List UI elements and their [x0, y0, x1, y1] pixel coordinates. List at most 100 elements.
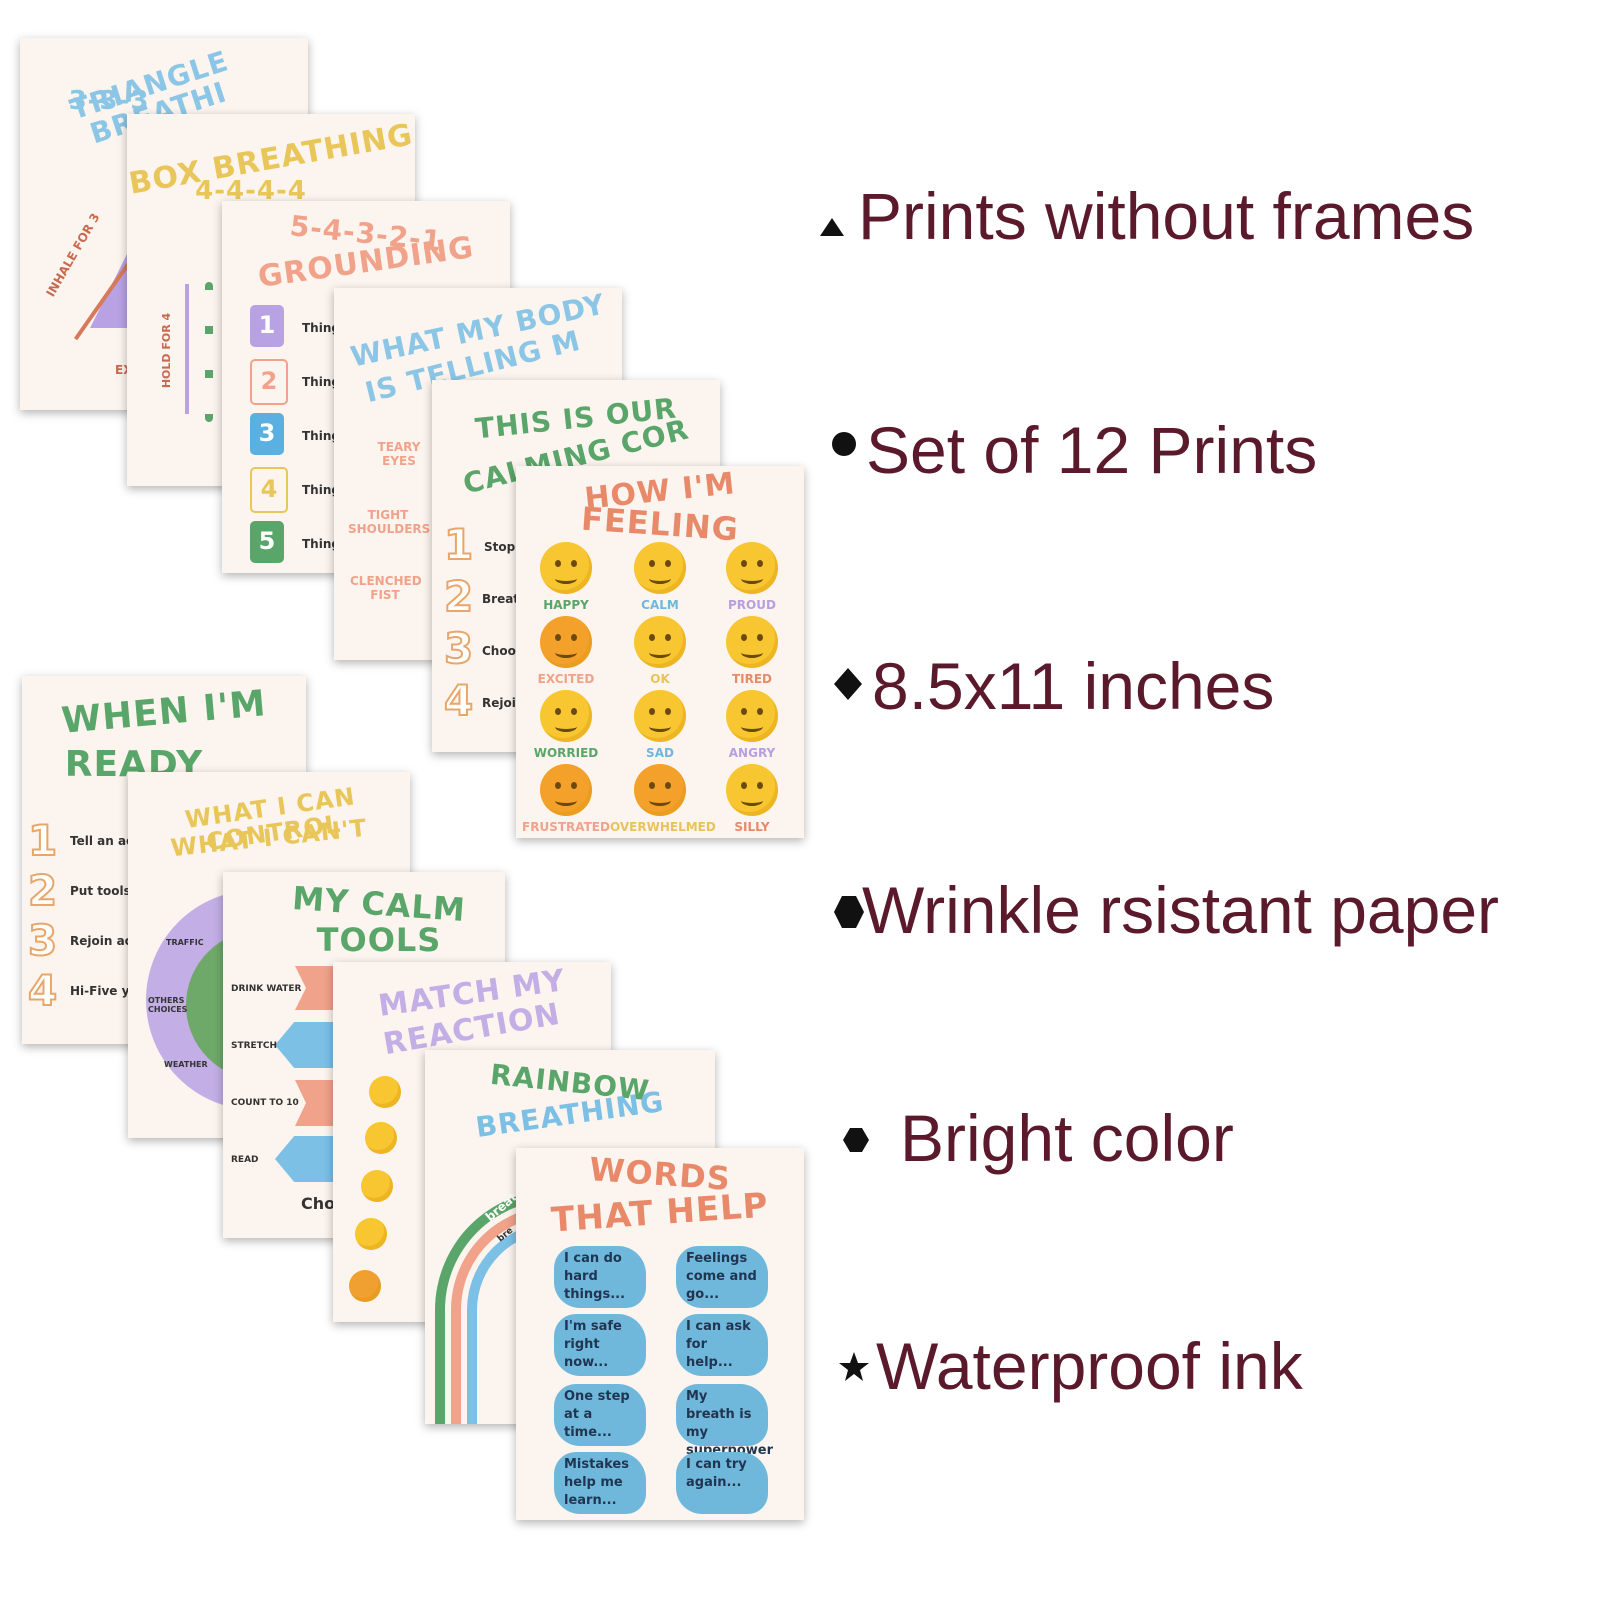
- step-5-box: 5: [250, 521, 284, 563]
- emotion-worried-icon: [540, 690, 592, 742]
- phrase-bubble: Feelings come and go...: [676, 1246, 768, 1308]
- sad-emoji: [355, 1218, 387, 1250]
- feature-text: Prints without frames: [858, 179, 1475, 253]
- step-2-number: 2: [443, 571, 474, 622]
- smile-emoji: [369, 1076, 401, 1108]
- neutral-emoji: [365, 1122, 397, 1154]
- step-1-number: 1: [27, 815, 58, 866]
- phrase-bubble: One step at a time...: [554, 1384, 646, 1446]
- feature-text: Set of 12 Prints: [866, 413, 1318, 487]
- mouth: [741, 795, 763, 806]
- step-3-text: Thing: [302, 429, 340, 443]
- step-3-text: Choo: [482, 644, 516, 658]
- eye: [555, 634, 561, 641]
- step-4-text: Hi-Five y: [70, 984, 130, 998]
- mouth: [649, 795, 671, 806]
- poster-subtitle: TOOLS: [316, 921, 442, 959]
- step-3-number: 3: [443, 623, 474, 674]
- step-4-text: Thing: [302, 483, 340, 497]
- phrase-bubble: I'm safe right now...: [554, 1314, 646, 1376]
- eye: [741, 782, 747, 789]
- mouth: [555, 573, 577, 584]
- eye: [757, 634, 763, 641]
- dots: [205, 282, 213, 422]
- mouth: [555, 647, 577, 658]
- emotion-label: EXCITED: [537, 672, 595, 686]
- step-1-box: 1: [250, 305, 284, 347]
- emotion-label: OVERWHELMED: [610, 820, 716, 834]
- emotion-label: TIRED: [731, 672, 773, 686]
- emotion-frustrated-icon: [540, 764, 592, 816]
- emotion-label: FRUSTRATED: [522, 820, 610, 834]
- step-1-text: Stop: [484, 540, 516, 554]
- emotion-label: SAD: [646, 746, 674, 760]
- phrase-bubble: I can try again...: [676, 1452, 768, 1514]
- step-1-number: 1: [443, 519, 474, 570]
- eye: [649, 634, 655, 641]
- phrase-bubble: I can do hard things...: [554, 1246, 646, 1308]
- emotion-label: CALM: [641, 598, 679, 612]
- step-4-text: Rejoir: [482, 696, 522, 710]
- poster-title: WHEN I'M: [59, 683, 269, 742]
- phrase-bubble: I can ask for help...: [676, 1314, 768, 1376]
- eye: [757, 560, 763, 567]
- emotion-label: WORRIED: [533, 746, 599, 760]
- body-label-3: CLENCHED FIST: [350, 574, 422, 602]
- eye: [741, 708, 747, 715]
- side-label: HOLD FOR 4: [160, 312, 174, 389]
- poster-subtitle: 3-3-3: [68, 86, 150, 116]
- step-4-box: 4: [250, 467, 288, 513]
- mouth: [741, 573, 763, 584]
- emotion-sad-icon: [634, 690, 686, 742]
- emotion-label: SILLY: [734, 820, 770, 834]
- phrase-grid: I can do hard things... Feelings come and…: [516, 1148, 804, 1520]
- eye: [741, 560, 747, 567]
- control-label-3: WEATHER: [164, 1060, 208, 1069]
- eye: [649, 560, 655, 567]
- step-3-text: Rejoin ac: [70, 934, 132, 948]
- eye: [555, 560, 561, 567]
- feature-text: 8.5x11 inches: [872, 649, 1275, 723]
- step-2-text: Breat: [482, 592, 520, 606]
- step-4-number: 4: [27, 965, 58, 1016]
- diamond-icon: [834, 668, 862, 700]
- emotion-tired-icon: [726, 616, 778, 668]
- eye: [757, 708, 763, 715]
- tool-arrow-4: [275, 1136, 339, 1182]
- eye: [555, 782, 561, 789]
- step-2-text: Thing: [302, 375, 340, 389]
- eye: [649, 782, 655, 789]
- step-2-number: 2: [27, 865, 58, 916]
- tool-4: READ: [231, 1155, 259, 1165]
- tools-footer: Cho: [301, 1194, 336, 1213]
- phrase-bubble: My breath is my superpower: [676, 1384, 773, 1458]
- body-label-2: TIGHT SHOULDERS: [348, 508, 431, 536]
- feature-text: Waterproof ink: [876, 1329, 1303, 1403]
- tool-2: STRETCH: [231, 1041, 277, 1051]
- emotion-overwhelmed-icon: [634, 764, 686, 816]
- eye: [665, 560, 671, 567]
- step-1-text: Thing: [302, 321, 340, 335]
- control-label-2: OTHERS CHOICES: [148, 996, 188, 1014]
- triangle-icon: [820, 218, 844, 236]
- emotion-happy-icon: [540, 542, 592, 594]
- star-icon: [839, 1352, 869, 1381]
- eye: [571, 634, 577, 641]
- phrase-bubble: Mistakes help me learn...: [554, 1452, 646, 1514]
- tool-3: COUNT TO 10: [231, 1098, 299, 1108]
- step-2-text: Put tools: [70, 884, 131, 898]
- body-label-1: TEARY EYES: [377, 440, 421, 468]
- eye: [571, 782, 577, 789]
- emotion-label: HAPPY: [543, 598, 589, 612]
- eye: [555, 708, 561, 715]
- eye: [665, 782, 671, 789]
- eye: [571, 708, 577, 715]
- emotion-label: ANGRY: [728, 746, 776, 760]
- arrow-line: [185, 284, 189, 414]
- circle-icon: [832, 432, 856, 456]
- feature-text: Wrinkle rsistant paper: [862, 873, 1500, 947]
- emotion-calm-icon: [634, 542, 686, 594]
- step-1-text: Tell an ac: [70, 834, 134, 848]
- control-label-1: TRAFFIC: [166, 938, 204, 947]
